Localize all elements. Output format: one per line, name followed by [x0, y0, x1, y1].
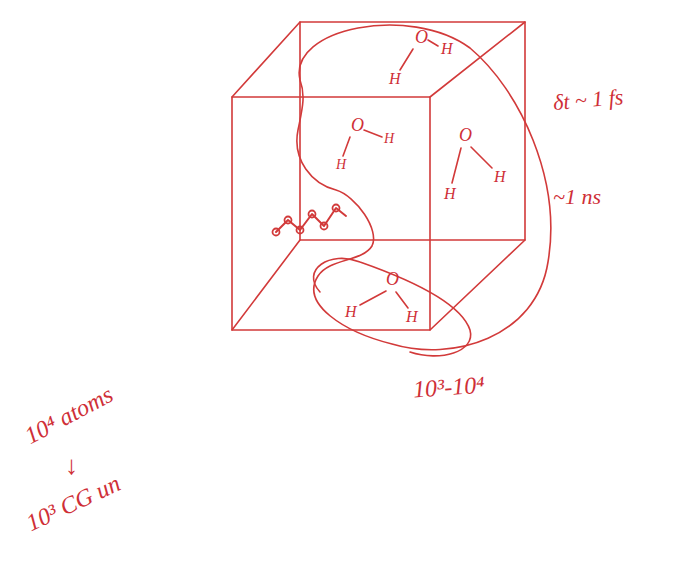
chain-beads: [273, 205, 340, 236]
atom-symbol: H: [440, 40, 454, 58]
time-step-note: δt ~ 1 fs: [551, 85, 625, 115]
atom-symbol: H: [344, 303, 358, 321]
atom-symbol: H: [443, 185, 457, 203]
bond-lines: [452, 147, 492, 183]
solvent-region: [297, 25, 551, 350]
atom-symbol: H: [383, 131, 395, 146]
atom-symbol: H: [335, 157, 347, 172]
atom-symbol: H: [493, 168, 507, 186]
cube-front-face: [232, 97, 430, 330]
solvent-region-lobe: [314, 258, 471, 355]
cube-edges: [232, 22, 525, 330]
box-size-note: ~1 ns: [552, 185, 602, 209]
down-arrow-symbol: ↓: [64, 452, 79, 481]
atom-symbol: H: [388, 70, 402, 88]
atom-symbol: H: [405, 308, 419, 326]
atom-symbol: O: [414, 28, 429, 48]
atom-count-note: 10⁴ atoms: [20, 381, 119, 450]
cube-back-face: [300, 22, 525, 240]
atom-symbol: O: [350, 116, 365, 136]
atom-symbol: O: [458, 126, 473, 146]
bond-lines: [360, 291, 408, 308]
atom-symbol: O: [385, 270, 400, 290]
molecule-count-note: 10³-10⁴: [411, 371, 486, 402]
